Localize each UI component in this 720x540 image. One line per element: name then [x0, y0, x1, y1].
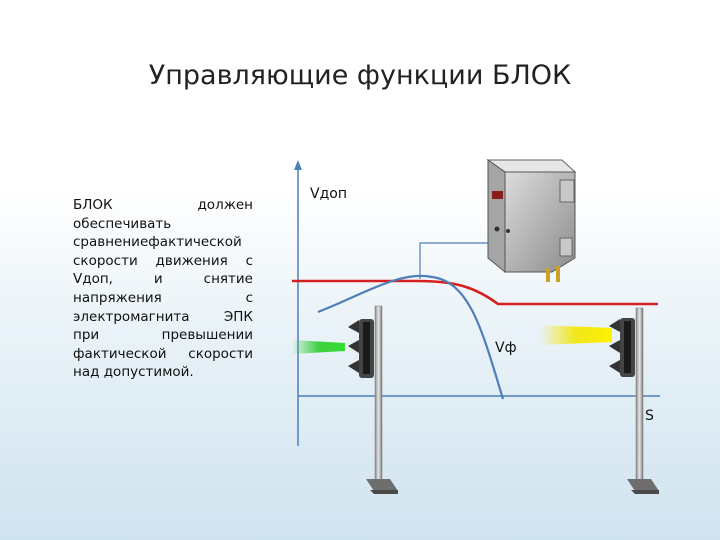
body-text: БЛОК должен обеспечивать сравнениефактич… [73, 196, 253, 382]
curve-label: Vф [495, 340, 517, 356]
body-paragraph: БЛОК должен обеспечивать сравнениефактич… [73, 197, 258, 381]
right-traffic-signal [540, 307, 659, 494]
permitted-speed-line [292, 279, 658, 306]
x-axis-label: S [645, 408, 654, 424]
y-axis-label: Vдоп [310, 186, 347, 202]
connector-line [419, 242, 493, 279]
slide-title: Управляющие функции БЛОК [148, 60, 572, 91]
blok-device-image [486, 159, 577, 282]
left-traffic-signal [292, 305, 398, 494]
actual-speed-curve [317, 274, 505, 400]
y-axis-arrow [294, 160, 302, 170]
